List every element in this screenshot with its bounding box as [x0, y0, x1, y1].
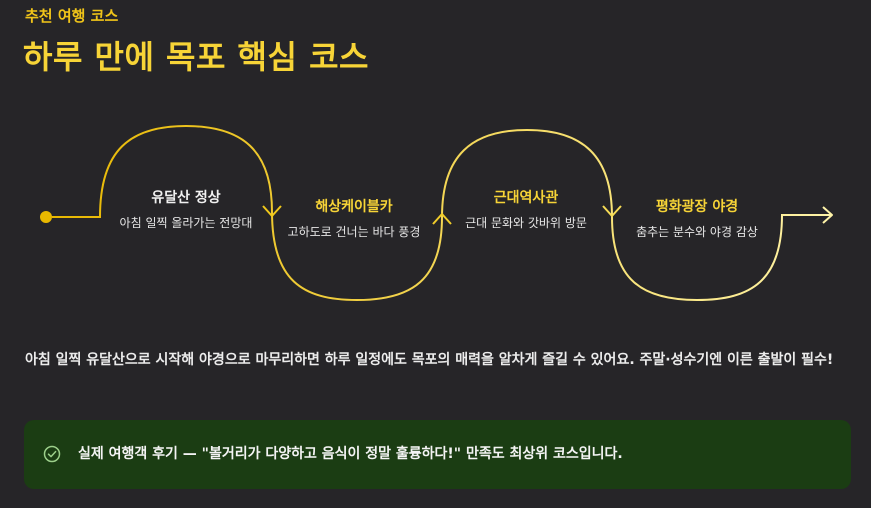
stop-desc: 아침 일찍 올라가는 전망대: [119, 216, 253, 230]
section-eyebrow: 추천 여행 코스: [25, 7, 119, 25]
review-text: 실제 여행객 후기 — "볼거리가 다양하고 음식이 정말 훌륭하다!" 만족도…: [78, 446, 623, 462]
review-callout: 실제 여행객 후기 — "볼거리가 다양하고 음식이 정말 훌륭하다!" 만족도…: [24, 420, 851, 489]
route-path: [40, 124, 833, 302]
route-start-dot: [40, 211, 52, 223]
route-arrow-end: [822, 206, 833, 224]
course-summary: 아침 일찍 유달산으로 시작해 야경으로 마무리하면 하루 일정에도 목포의 매…: [25, 352, 834, 368]
page-title: 하루 만에 목포 핵심 코스: [23, 38, 369, 76]
route-stop-history-museum: 근대역사관 근대 문화와 갓바위 방문: [456, 187, 596, 232]
route-arrow-1: [262, 205, 282, 217]
stop-desc: 고하도로 건너는 바다 풍경: [287, 225, 421, 239]
stop-name: 근대역사관: [493, 190, 559, 206]
route-arrow-2: [432, 213, 452, 225]
route-line: [52, 124, 832, 302]
stop-name: 유달산 정상: [151, 190, 221, 206]
route-stop-peace-plaza: 평화광장 야경 춤추는 분수와 야경 감상: [627, 196, 767, 241]
route-stop-cable-car: 해상케이블카 고하도로 건너는 바다 풍경: [284, 196, 424, 241]
route-stop-yudalsan: 유달산 정상 아침 일찍 올라가는 전망대: [116, 187, 256, 232]
stop-desc: 춤추는 분수와 야경 감상: [636, 225, 758, 239]
stop-name: 평화광장 야경: [655, 199, 739, 215]
stop-desc: 근대 문화와 갓바위 방문: [465, 216, 587, 230]
check-circle-icon: [43, 445, 61, 463]
stop-name: 해상케이블카: [315, 199, 393, 215]
route-arrow-3: [602, 205, 622, 217]
